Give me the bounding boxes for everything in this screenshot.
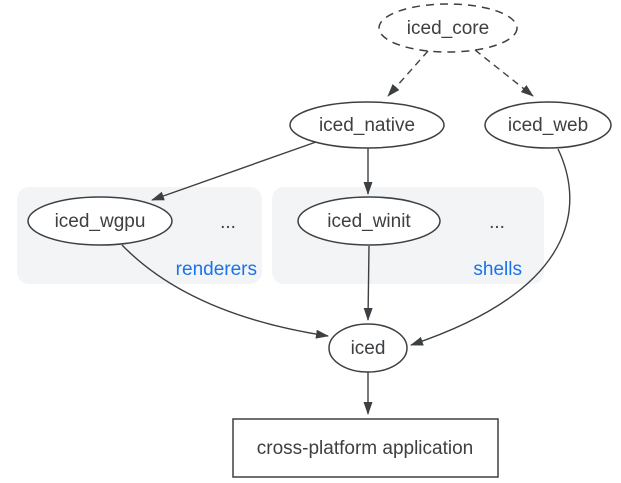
node-iced-winit-shape	[297, 196, 441, 246]
node-cross-platform-application-label: cross-platform application	[257, 438, 473, 459]
edge-iced-core-to-iced-web	[474, 49, 534, 97]
edge-iced-web-to-iced	[410, 148, 571, 346]
edge-iced-core-to-iced-native	[387, 50, 429, 97]
node-iced-native-label: iced_native	[319, 115, 415, 136]
edge-iced-wgpu-to-iced	[121, 244, 329, 339]
node-cross-platform-application: cross-platform application	[232, 418, 499, 478]
group-shells-label: shells	[473, 259, 522, 280]
group-renderers-label: renderers	[176, 259, 257, 280]
node-iced-core-label: iced_core	[407, 18, 489, 39]
node-iced-core: iced_core	[378, 3, 518, 53]
node-iced-wgpu-shape	[27, 196, 173, 246]
node-iced-web-shape	[484, 101, 612, 149]
group-shells-ellipsis: ...	[489, 212, 505, 233]
node-iced-wgpu-label: iced_wgpu	[55, 211, 146, 232]
node-iced: iced	[328, 323, 408, 373]
node-iced-winit-label: iced_winit	[327, 211, 411, 232]
node-iced-label: iced	[351, 338, 386, 359]
edge-iced-winit-to-iced	[363, 245, 373, 321]
node-iced-shape	[328, 323, 408, 373]
edge-iced-native-to-iced-wgpu	[151, 141, 317, 201]
node-cross-platform-application-shape	[232, 418, 499, 478]
node-iced-native-shape	[289, 101, 445, 149]
node-iced-core-shape	[378, 3, 518, 53]
node-iced-web-label: iced_web	[508, 115, 588, 136]
node-iced-winit: iced_winit	[297, 196, 441, 246]
node-iced-wgpu: iced_wgpu	[27, 196, 173, 246]
group-renderers-ellipsis: ...	[220, 212, 236, 233]
node-iced-web: iced_web	[484, 101, 612, 149]
node-iced-native: iced_native	[289, 101, 445, 149]
